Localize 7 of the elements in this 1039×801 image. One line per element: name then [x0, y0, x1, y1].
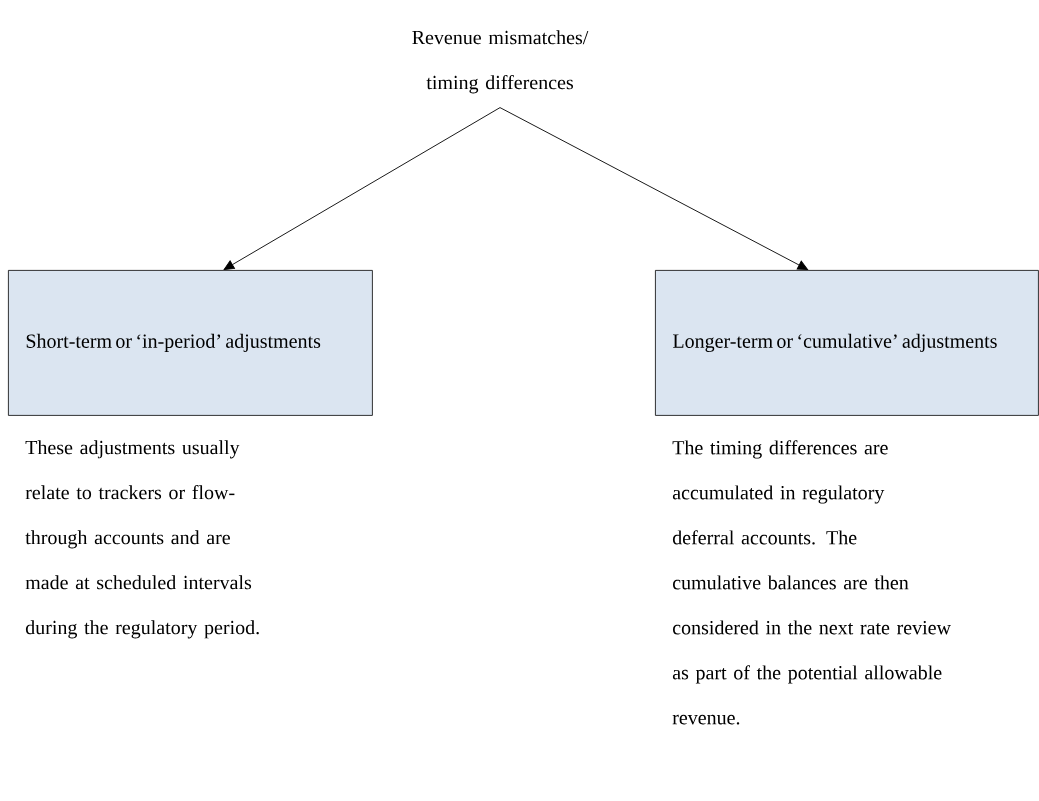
description-text: The timing differences are accumulated in regulatory deferral accounts. The cumulative balances are then considered in the next rate review as part of the potential allowable revenue.: [672, 440, 951, 725]
arrow: [223, 107, 501, 270]
process-box: Longer-term or ‘cumulative’ adjustments: [655, 270, 1039, 416]
description-text: These adjustments usually relate to trackers or flow-through accounts and are made at scheduled intervals during the regulatory period.: [25, 440, 259, 639]
heading-text: Revenue mismatches/ timing differences: [412, 30, 589, 94]
arrow: [499, 107, 808, 270]
process-box: Short-term or ‘in-period’ adjustments: [8, 270, 373, 416]
